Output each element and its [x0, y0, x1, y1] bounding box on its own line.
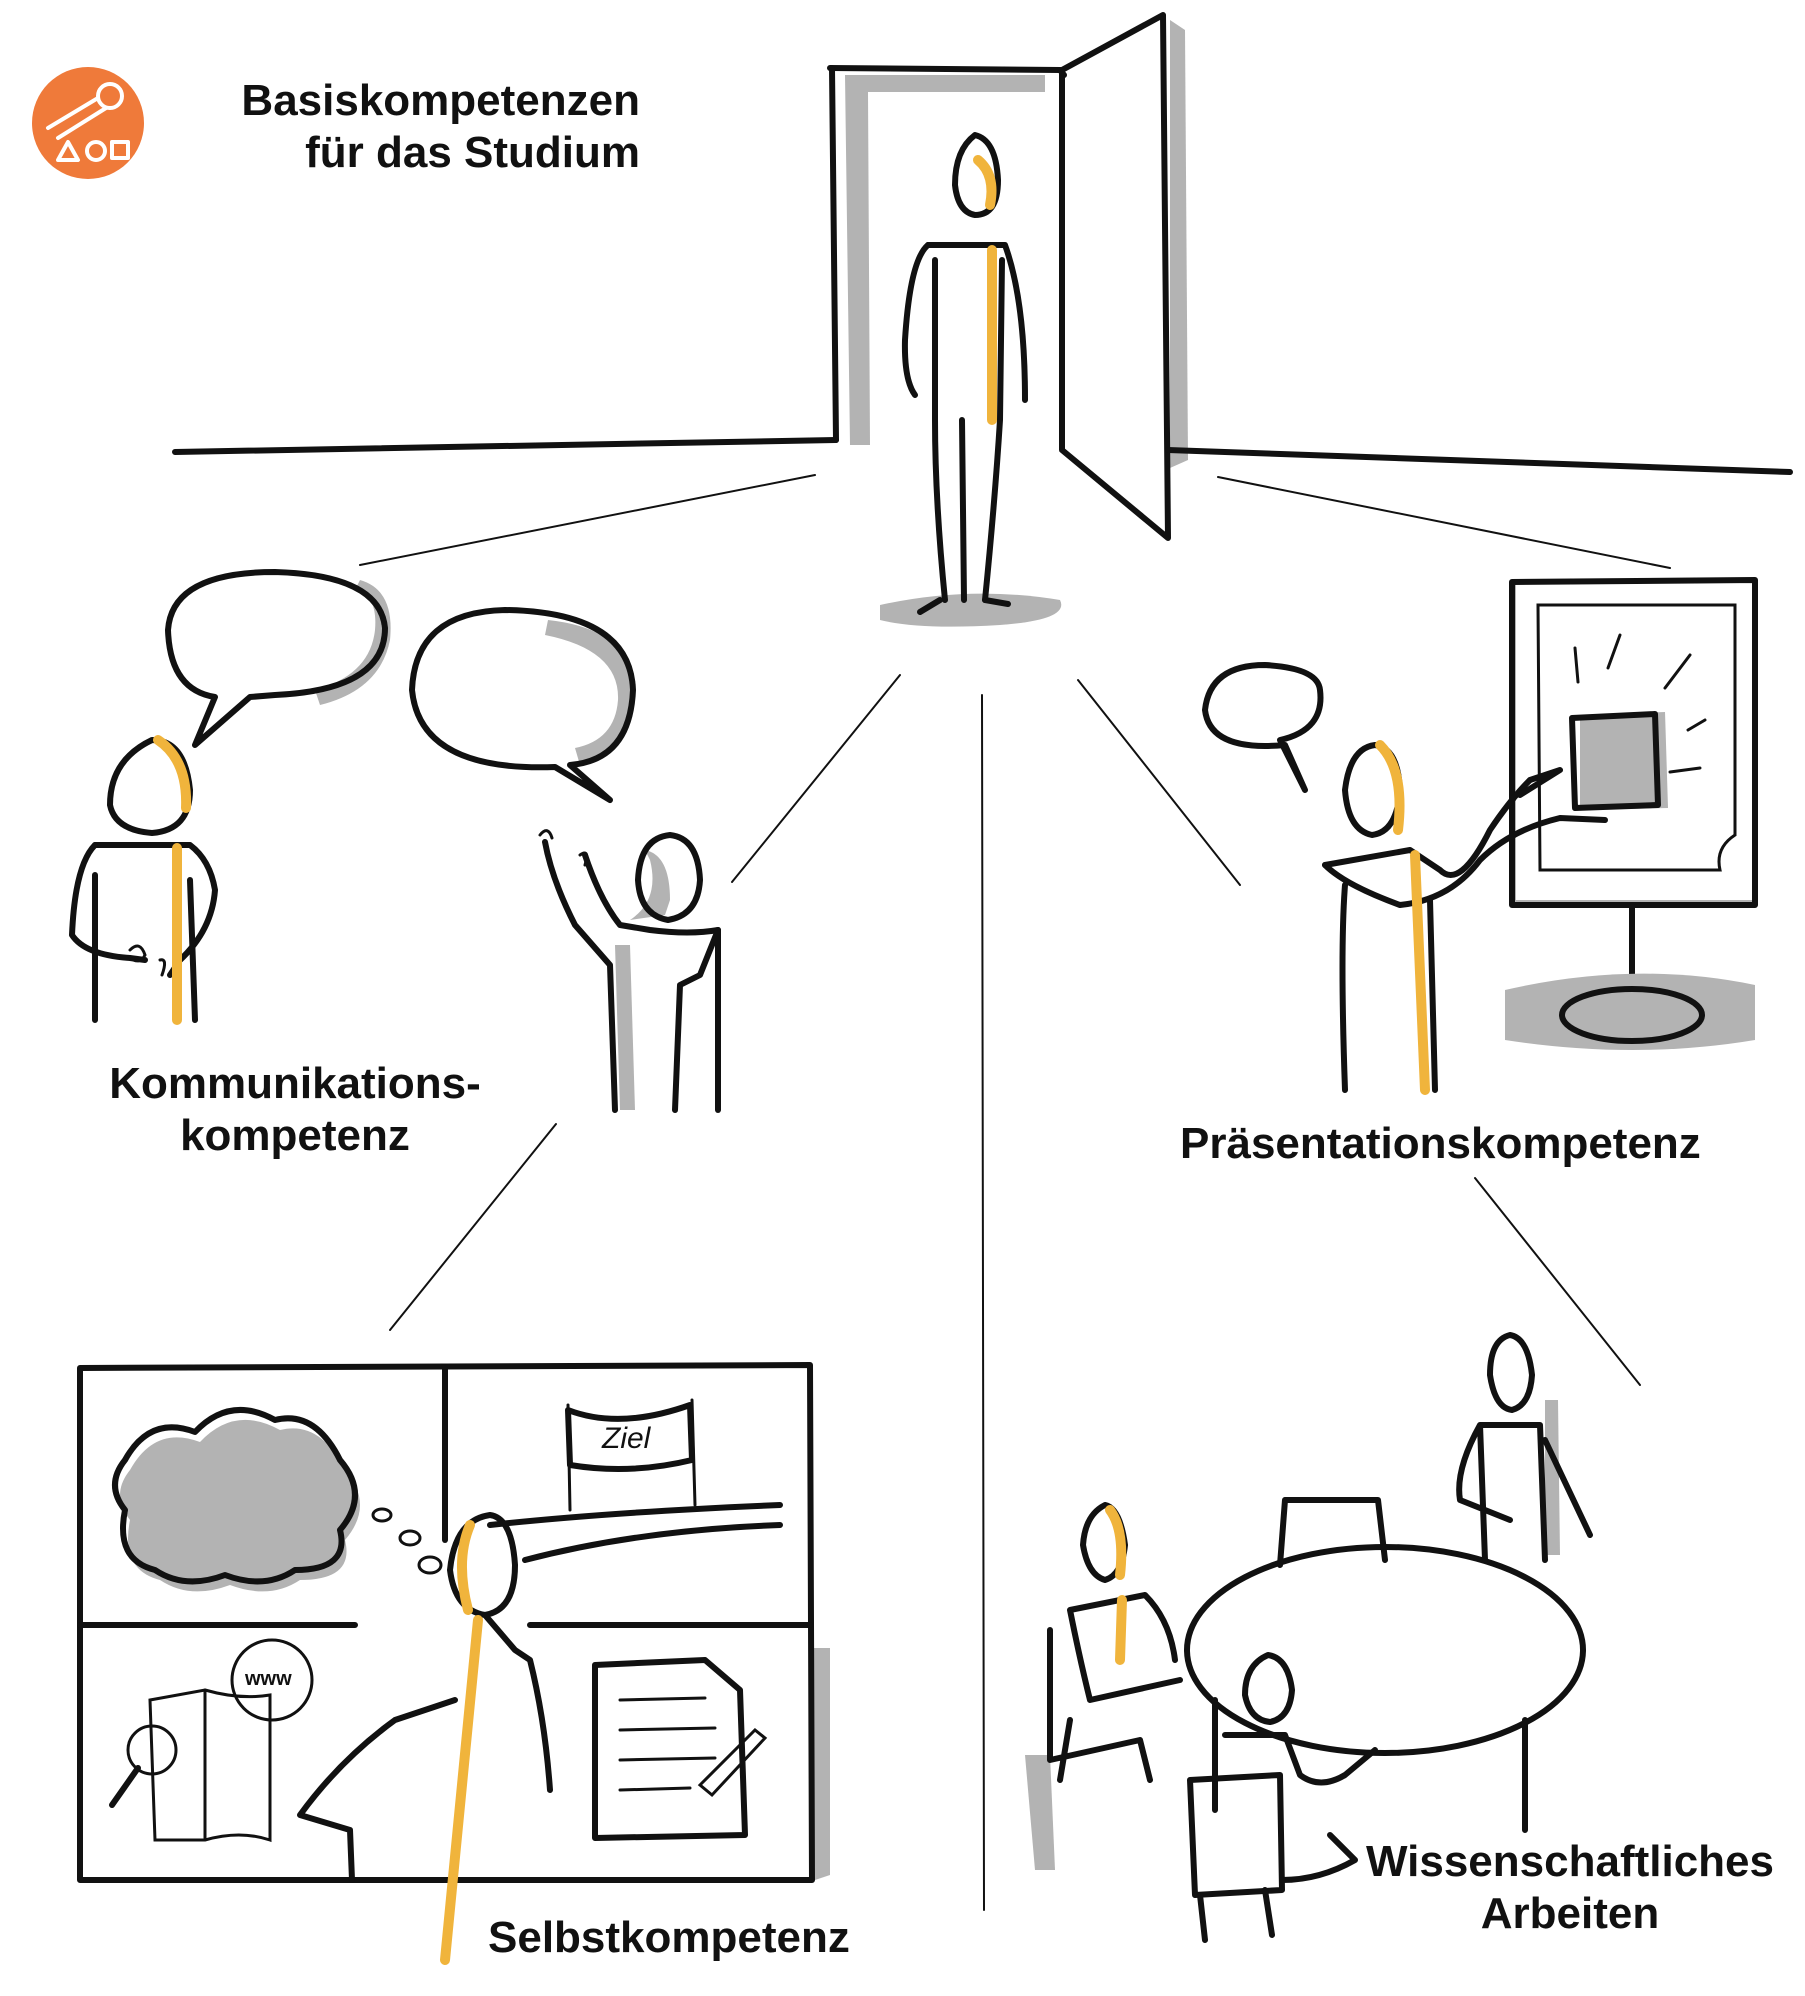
communication-illustration — [69, 569, 721, 1113]
scientific-work-label: Wissenschaftliches Arbeiten — [1350, 1836, 1790, 1940]
scientific-work-label-line2: Arbeiten — [1480, 1889, 1660, 1938]
scientific-work-label-line1: Wissenschaftliches — [1366, 1837, 1774, 1886]
goal-flag-text: Ziel — [602, 1422, 651, 1455]
wrench-shapes-icon — [46, 82, 130, 162]
www-globe-text: www — [245, 1668, 292, 1690]
page-title-line2: für das Studium — [305, 128, 640, 177]
communication-label-line2: kompetenz — [180, 1111, 410, 1160]
page-title-line1: Basiskompetenzen — [241, 76, 640, 125]
page-title: Basiskompetenzen für das Studium — [190, 75, 640, 179]
communication-label-line1: Kommunikations- — [109, 1059, 481, 1108]
scientific-work-illustration — [1025, 1332, 1593, 1943]
logo-badge — [32, 67, 144, 179]
presentation-label: Präsentationskompetenz — [1180, 1119, 1701, 1168]
presentation-illustration — [1202, 577, 1758, 1095]
self-competence-illustration — [77, 1362, 830, 1965]
communication-label: Kommunikations- kompetenz — [70, 1058, 520, 1162]
self-competence-label: Selbstkompetenz — [488, 1913, 850, 1962]
connector-lines — [359, 474, 1671, 1911]
door-scene — [172, 12, 1793, 627]
